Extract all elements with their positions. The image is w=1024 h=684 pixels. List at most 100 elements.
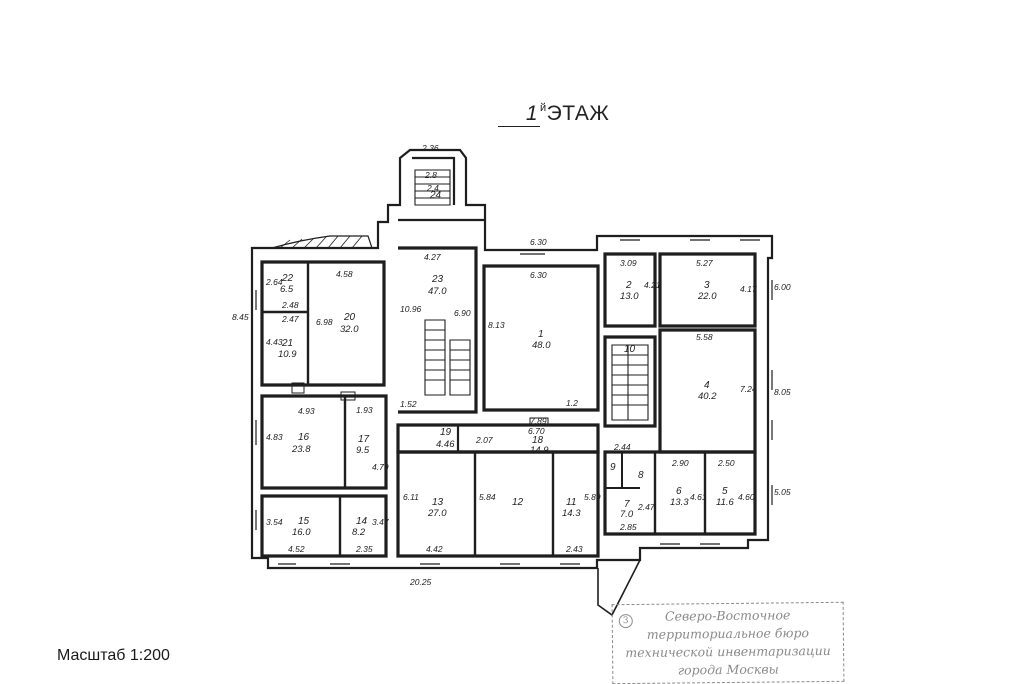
floor-label: ЭТАЖ: [546, 102, 610, 125]
dim-label: 4.58: [336, 269, 353, 279]
dim-label: 2.07: [475, 435, 493, 445]
room-labels: 1 48.0 2 13.0 3 22.0 4 40.2 5 11.6 6 13.…: [278, 190, 735, 538]
room-1-area: 48.0: [532, 340, 551, 351]
room-4-number: 4: [704, 380, 710, 391]
dim-label: 2.36: [421, 143, 439, 153]
dim-label: 2.90: [671, 458, 689, 468]
dim-label: 2.35: [355, 544, 373, 554]
room-21-number: 21: [281, 338, 293, 349]
dim-label: 2.48: [281, 300, 299, 310]
dim-label: 2.8: [424, 170, 437, 180]
room-20-area: 32.0: [340, 324, 359, 335]
dim-label: 4.27: [424, 252, 441, 262]
bti-stamp: 3 Северо-Восточное территориальное бюро …: [611, 601, 845, 684]
room-15-number: 15: [298, 516, 310, 527]
scale-label: Масштаб 1:200: [57, 647, 170, 664]
dim-label: 5.58: [696, 332, 713, 342]
room-10-number: 10: [624, 344, 636, 355]
room-9-number: 9: [610, 462, 616, 473]
dim-label: 5.89: [584, 492, 601, 502]
room-7-number: 7: [624, 499, 630, 510]
wall-room-2: [603, 252, 657, 328]
dim-label: 3.47: [372, 517, 389, 527]
dim-label: 5.84: [479, 492, 496, 502]
room-13-area: 27.0: [427, 508, 447, 519]
room-4-area: 40.2: [698, 391, 717, 402]
room-6-number: 6: [676, 486, 682, 497]
room-11-number: 11: [566, 497, 576, 508]
dim-label: 8.45: [232, 312, 249, 322]
room-7-area: 7.0: [620, 509, 634, 520]
stamp-line: территориальное бюро: [646, 625, 810, 642]
dim-label: 1.52: [400, 399, 417, 409]
room-20-number: 20: [343, 312, 356, 323]
dim-label: 4.83: [266, 432, 283, 442]
dim-label: 6.30: [530, 237, 547, 247]
room-16-area: 23.8: [291, 444, 311, 455]
room-8-number: 8: [638, 470, 644, 481]
dim-label: 7.24: [740, 384, 757, 394]
dim-label: 2.50: [717, 458, 735, 468]
room-17-number: 17: [358, 434, 370, 445]
dimension-labels: 2.36 2.8 2.4 6.30 6.30 4.27 10.96 6.90 8…: [232, 143, 791, 587]
room-1-number: 1: [538, 329, 544, 340]
room-19-number: 19: [440, 427, 452, 438]
dim-label: 6.90: [454, 308, 471, 318]
stamp-line: города Москвы: [677, 661, 779, 678]
dim-label: 5.27: [696, 258, 713, 268]
dim-label: 8.13: [488, 320, 505, 330]
dim-label: 1.2: [566, 398, 578, 408]
wall-room-3: [658, 252, 757, 328]
dim-label: 20.25: [409, 577, 432, 587]
wall-room-10: [603, 335, 657, 428]
wall-block-14-15: [260, 494, 388, 558]
room-5-area: 11.6: [716, 497, 735, 508]
dim-label: 4.79: [372, 462, 389, 472]
dim-label: 3.09: [620, 258, 637, 268]
room-2-area: 13.0: [620, 291, 639, 302]
dim-label: 6.70: [528, 426, 545, 436]
room-23-area: 47.0: [428, 286, 447, 297]
room-19-area: 4.46: [436, 439, 455, 450]
room-15-area: 16.0: [292, 527, 311, 538]
dim-label: 2.4: [426, 183, 439, 193]
dim-label: 2.64: [265, 277, 283, 287]
wall-room-1: [482, 264, 600, 412]
dim-label: 2.43: [565, 544, 583, 554]
room-14-area: 8.2: [352, 527, 366, 538]
wall-rooms-11-13: [396, 450, 600, 558]
room-3-number: 3: [704, 280, 710, 291]
dim-label: 2.47: [281, 314, 299, 324]
room-6-area: 13.3: [670, 497, 689, 508]
dim-label: 2.85: [619, 522, 637, 532]
dim-label: 4.61: [690, 492, 707, 502]
room-2-number: 2: [625, 280, 632, 291]
dim-label: 4.60: [738, 492, 755, 502]
dim-label: 10.96: [400, 304, 422, 314]
dim-label: 4.17: [740, 284, 757, 294]
dim-label: 3.54: [266, 517, 283, 527]
room-16-number: 16: [298, 432, 310, 443]
room-11-area: 14.3: [562, 508, 581, 519]
room-12-number: 12: [512, 497, 524, 508]
dim-label: 6.98: [316, 317, 333, 327]
room-14-number: 14: [356, 516, 368, 527]
stamp-line: Северо-Восточное: [664, 607, 791, 624]
room-22-area: 6.5: [280, 284, 294, 295]
outer-wall: [250, 148, 774, 570]
dim-label: 4.93: [298, 406, 315, 416]
dim-label: 4.42: [426, 544, 443, 554]
dim-label: 2.44: [613, 442, 631, 452]
room-22-number: 22: [281, 273, 294, 284]
room-3-area: 22.0: [697, 291, 717, 302]
wall-corridor-18-19: [396, 423, 600, 454]
dim-label: 6.30: [530, 270, 547, 280]
dim-label: 4.21: [644, 280, 661, 290]
room-18-area: 14.9: [530, 445, 549, 456]
stamp-line: технической инвентаризации: [625, 642, 831, 661]
room-5-number: 5: [722, 486, 728, 497]
stamp-number: 3: [618, 613, 633, 629]
floor-suffix: й: [540, 102, 547, 114]
